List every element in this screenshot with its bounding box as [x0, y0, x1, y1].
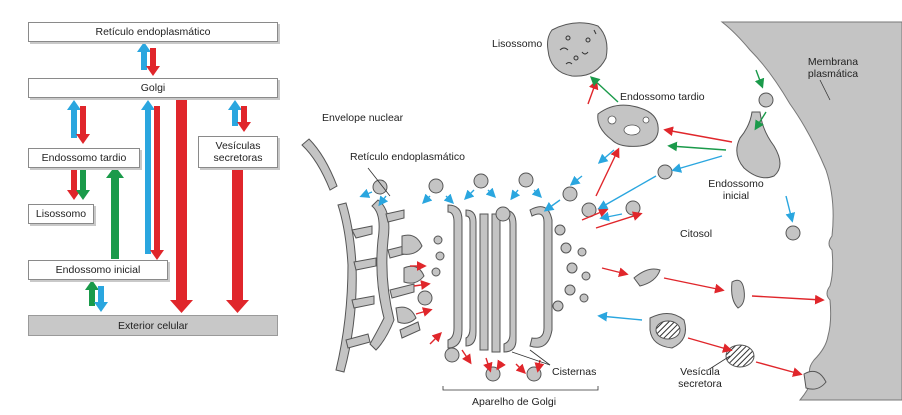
label-plasma-membrane-text: Membrana plasmática: [807, 56, 859, 80]
label-early-endosome-text: Endossomo inicial: [708, 178, 764, 202]
er-box: Retículo endoplasmático: [28, 22, 278, 42]
label-cytosol: Citosol: [680, 228, 713, 240]
golgi-exterior-arrow: [170, 98, 193, 313]
early-endosome-organelle: [736, 111, 781, 179]
late-endosome-lysosome-arrows: [67, 168, 90, 200]
leader-lines: [367, 79, 831, 391]
hatched-vesicle: [655, 320, 681, 340]
label-nuclear-envelope: Envelope nuclear: [322, 112, 404, 124]
golgi-early-endosome-arrows: [141, 100, 164, 260]
green-arrows: [589, 69, 767, 152]
golgi-cisternae: [431, 204, 591, 353]
label-golgi-apparatus: Aparelho de Golgi: [472, 396, 557, 408]
label-early-endosome: Endossomo inicial: [704, 178, 768, 202]
early-to-late-green-arrow: [106, 166, 124, 259]
early-endosome-exterior-arrows: [85, 280, 108, 312]
nuclear-envelope: [301, 138, 338, 191]
label-secretory-vesicle: Vesícula secretora: [670, 366, 730, 390]
golgi-box: Golgi: [28, 78, 278, 98]
late-endosome-vesicles: [607, 115, 650, 136]
label-plasma-membrane: Membrana plasmática: [804, 56, 862, 80]
er-golgi-arrows: [137, 42, 160, 76]
late-endosome-box: Endossomo tardio: [28, 148, 140, 168]
secretory-exterior-arrow: [226, 168, 249, 313]
secretory-vesicles-box: Vesículas secretoras: [198, 136, 278, 168]
red-arrows: [410, 79, 825, 377]
label-lysosome: Lisossomo: [492, 38, 543, 50]
label-cisternae: Cisternas: [552, 366, 597, 378]
lysosome-organelle: [547, 22, 608, 77]
early-endosome-box: Endossomo inicial: [28, 260, 168, 280]
blue-arrows: [359, 149, 796, 322]
cell-exterior-box: Exterior celular: [28, 315, 278, 336]
lysosome-box: Lisossomo: [28, 204, 94, 224]
endoplasmic-reticulum: [335, 199, 425, 373]
golgi-secretory-arrows: [228, 100, 251, 132]
label-late-endosome: Endossomo tardio: [620, 91, 705, 103]
plasma-membrane: [720, 21, 902, 401]
golgi-late-endosome-arrows: [67, 100, 90, 144]
label-er: Retículo endoplasmático: [350, 151, 465, 163]
label-secretory-vesicle-text: Vesícula secretora: [678, 366, 722, 390]
